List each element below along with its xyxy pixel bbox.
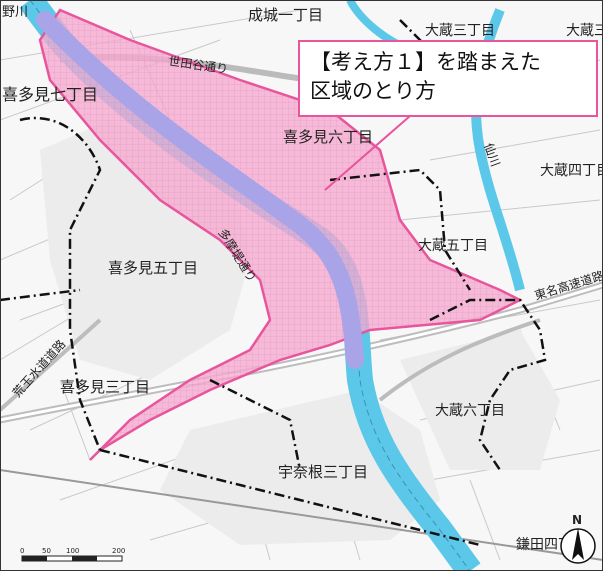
scale-tick-200: 200: [112, 547, 125, 555]
label-unenehara3: 宇奈根三丁目: [278, 463, 368, 481]
label-okura3b: 大蔵三: [566, 23, 603, 39]
label-kitami6: 喜多見六丁目: [283, 128, 373, 146]
label-kitami5: 喜多見五丁目: [108, 259, 198, 277]
label-okura6: 大蔵六丁目: [435, 403, 505, 419]
scale-bar: 0 50 100 200: [20, 547, 125, 562]
district-area-okura6: [400, 330, 560, 470]
callout-leader: [324, 115, 411, 191]
road-jousui: [0, 318, 102, 412]
label-okura5: 大蔵五丁目: [418, 238, 488, 254]
callout-line1: 【考え方１】を踏まえた: [310, 50, 541, 74]
label-kitami3: 喜多見三丁目: [60, 378, 150, 396]
district-boundaries: [0, 19, 547, 547]
label-okura4: 大蔵四丁目: [540, 163, 603, 179]
north-arrow-icon: N: [560, 513, 596, 564]
scale-tick-50: 50: [42, 547, 51, 555]
label-kitami7: 喜多見七丁目: [2, 85, 98, 104]
channel: [36, 11, 364, 369]
label-seijo1: 成城一丁目: [248, 6, 323, 24]
label-river-nogawa: 野川: [2, 5, 28, 20]
road-bottom: [0, 469, 603, 561]
callout-line2: 区域のとり方: [310, 79, 436, 103]
north-label: N: [572, 513, 582, 527]
scale-tick-100: 100: [66, 547, 79, 555]
callout-box: 【考え方１】を踏まえた 区域のとり方: [298, 40, 598, 117]
scale-tick-0: 0: [20, 547, 24, 555]
label-okura3: 大蔵三丁目: [425, 23, 495, 39]
